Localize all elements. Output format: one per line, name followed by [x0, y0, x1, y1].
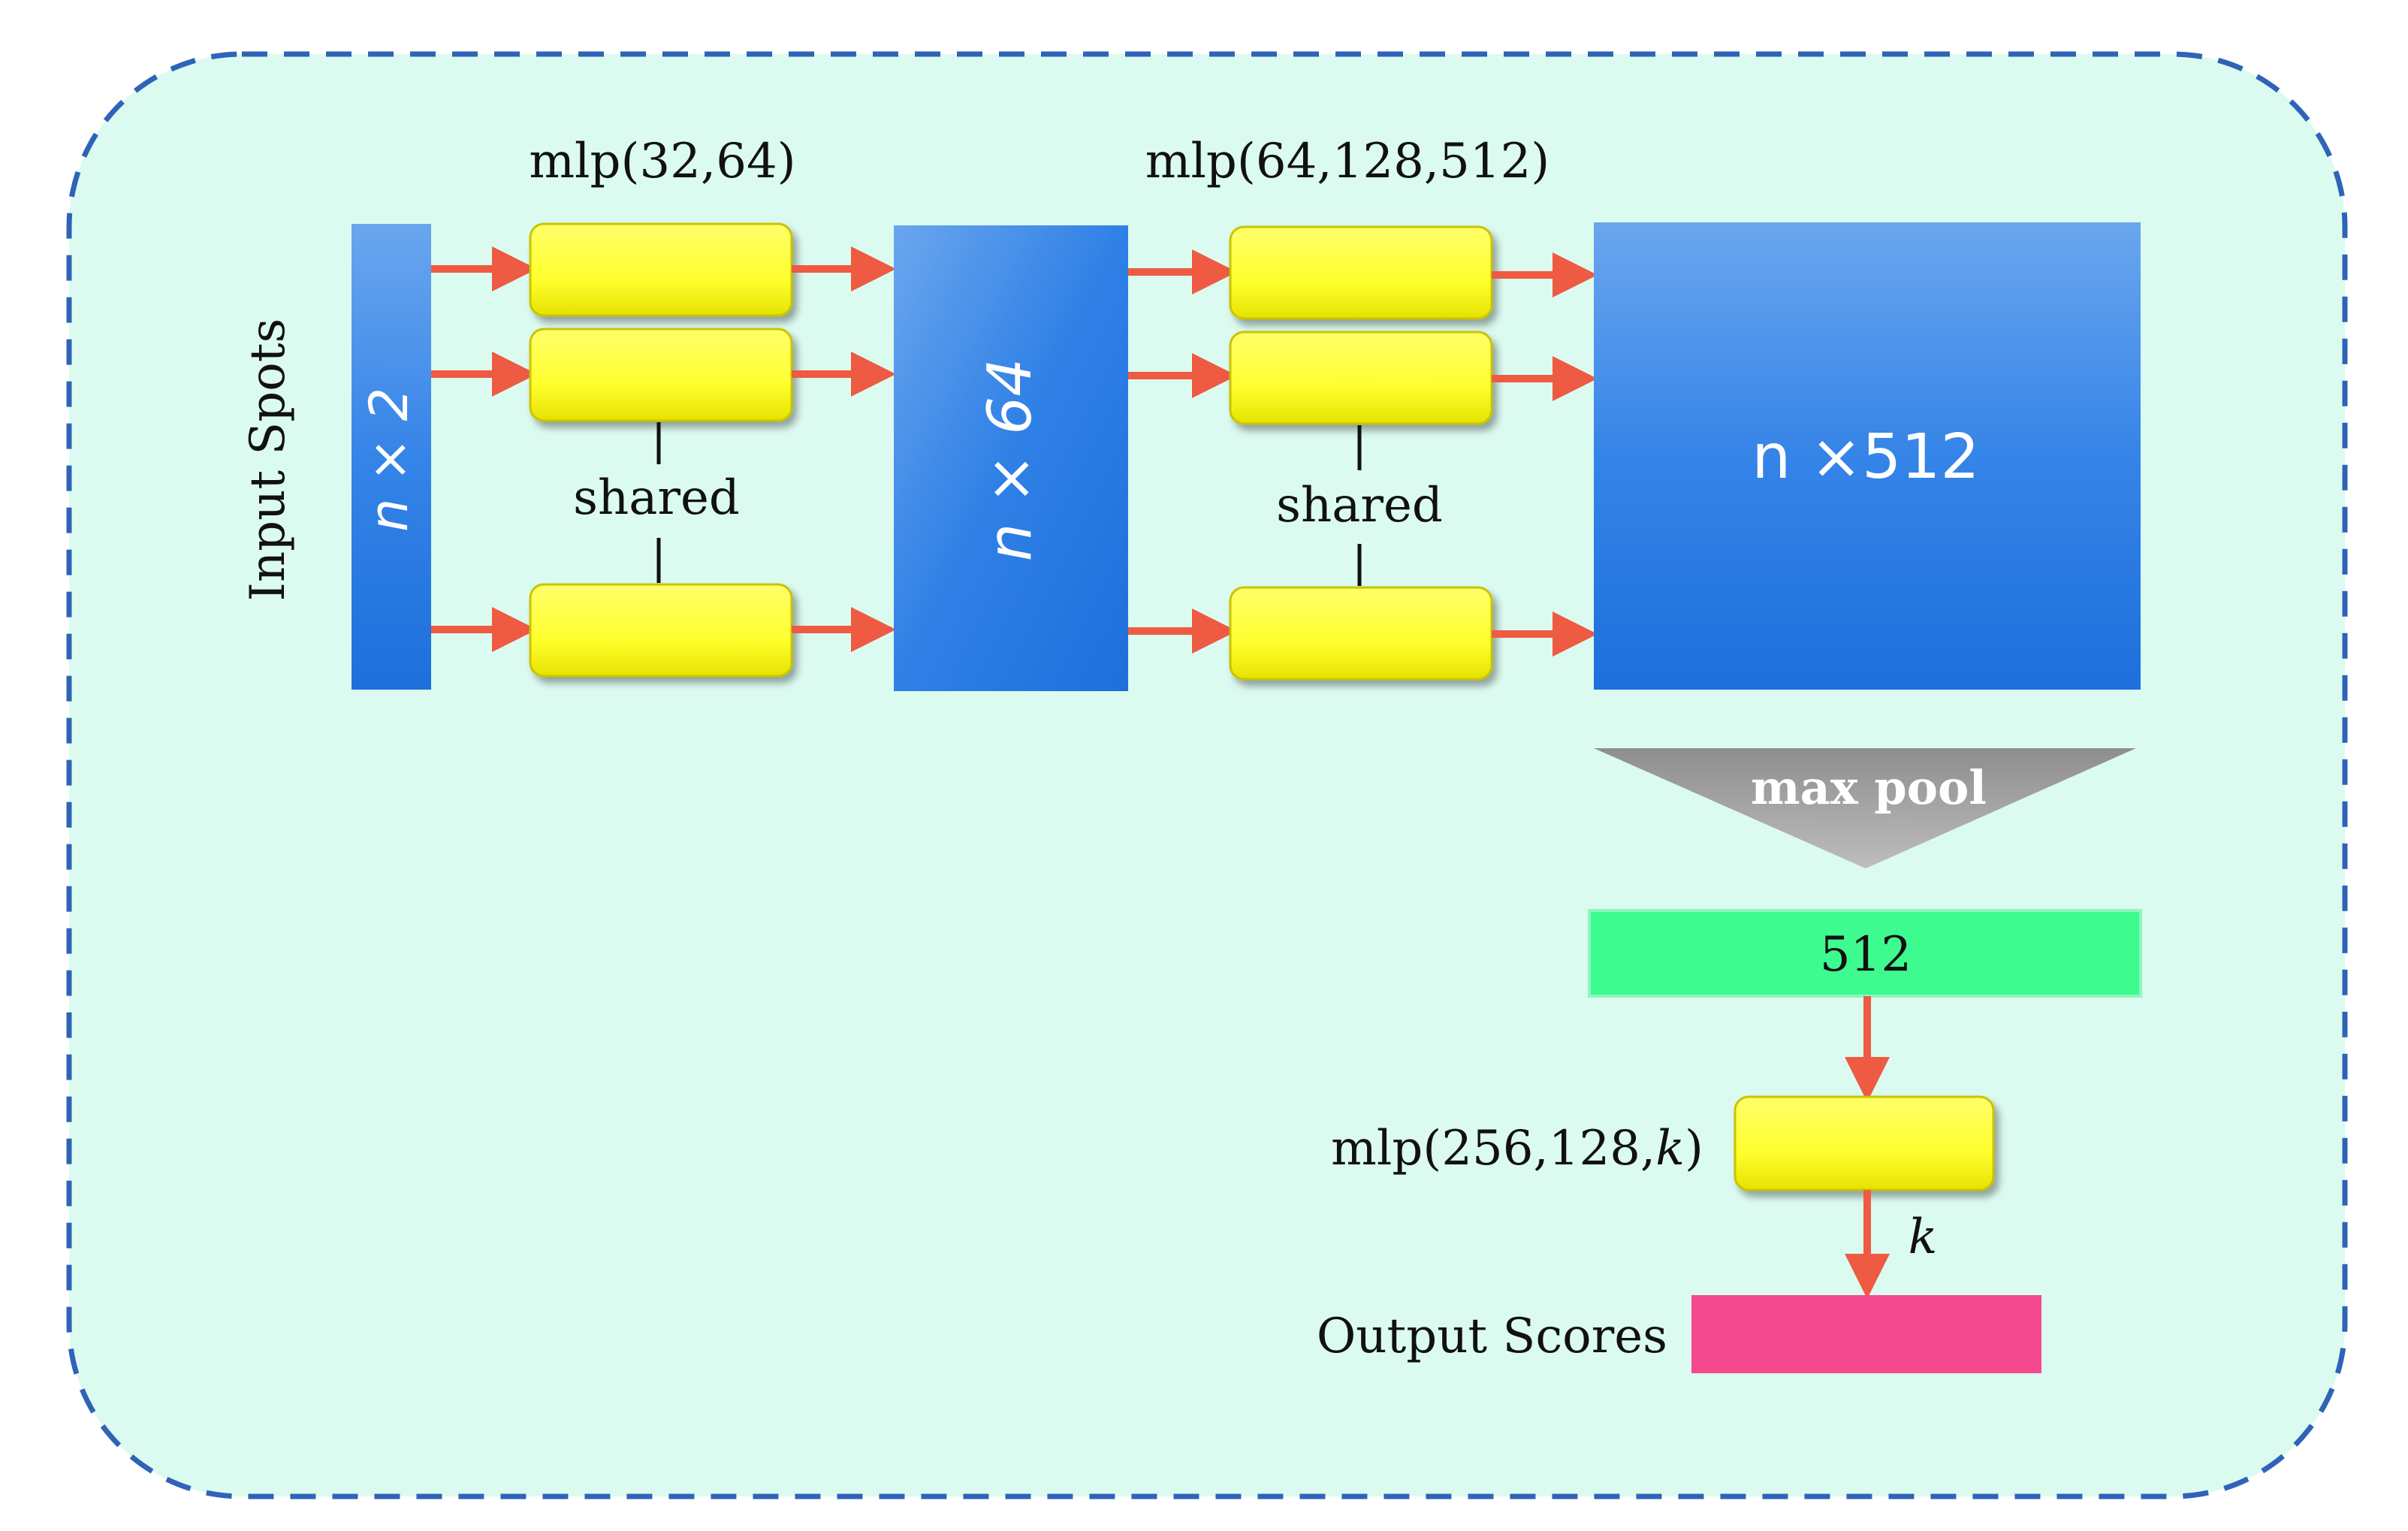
vector-512 [1588, 909, 2142, 998]
mlp1-box-3 [529, 583, 793, 678]
max-pool-label: max pool [1751, 760, 1987, 815]
shared-label-1: shared [573, 470, 740, 526]
mlp2-box-1 [1229, 225, 1493, 320]
mid-block [894, 225, 1128, 691]
vector-512-label: 512 [1820, 927, 1912, 983]
output-scores-label: Output Scores [1317, 1309, 1667, 1364]
input-spots-label: Input Spots [240, 319, 296, 602]
big-block-label: n ×512 [1752, 421, 1979, 493]
mlp2-heading: mlp(64,128,512) [1145, 134, 1550, 189]
mlp3-label-close: ) [1685, 1121, 1703, 1176]
shared-label-2: shared [1276, 478, 1443, 533]
k-label: k [1909, 1209, 1938, 1265]
input-block [352, 224, 431, 690]
mlp1-box-1 [529, 222, 793, 317]
input-block-label: n × 2 [358, 388, 420, 532]
mlp1-box-2 [529, 328, 793, 422]
mlp2-box-2 [1229, 331, 1493, 425]
mlp2-box-3 [1229, 586, 1493, 681]
mlp3-box [1734, 1095, 1995, 1191]
max-pool-funnel [1594, 748, 2136, 868]
mlp1-heading: mlp(32,64) [529, 134, 795, 189]
big-block [1594, 222, 2141, 690]
mid-block-label: n × 64 [975, 358, 1045, 561]
mlp3-label-main: mlp(256,128, [1331, 1121, 1655, 1176]
mlp3-label: mlp(256,128,k) [1331, 1121, 1703, 1176]
mlp3-label-k: k [1655, 1121, 1685, 1176]
output-scores-block [1691, 1295, 2041, 1373]
